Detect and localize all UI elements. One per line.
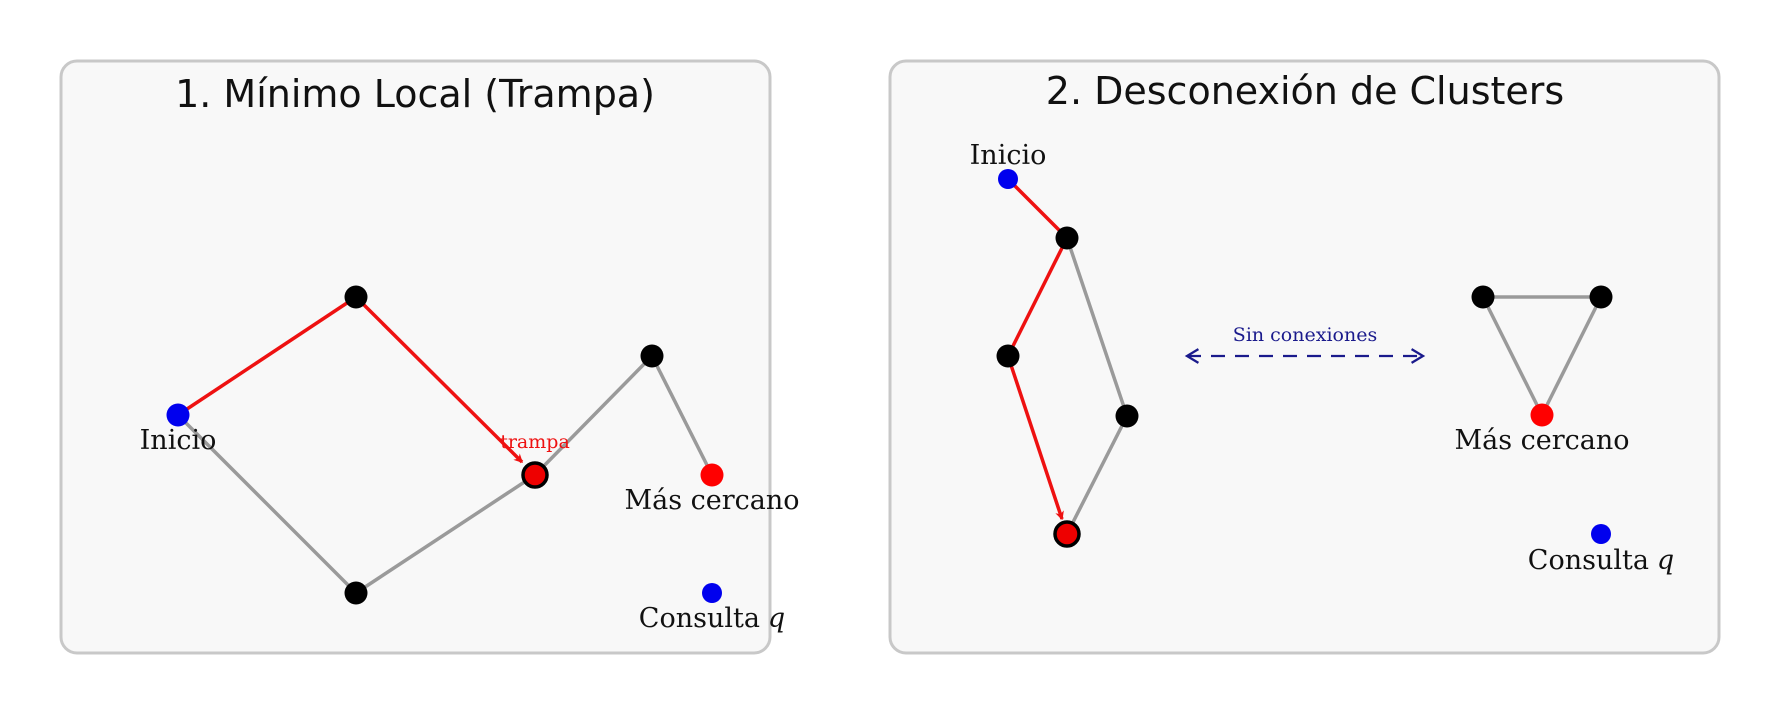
search-path-start-a <box>1006 177 1069 240</box>
search-path-b-trap <box>1006 355 1064 521</box>
trap-label: trampa <box>500 431 570 453</box>
start-label: Inicio <box>970 140 1047 171</box>
no-connection-label: Sin conexiones <box>1233 324 1377 346</box>
query-node <box>1591 524 1611 544</box>
edge-trap-peak <box>533 354 654 477</box>
edge-d-trap <box>1065 415 1129 535</box>
search-path-a-b <box>1006 237 1069 357</box>
trap-node <box>521 461 549 489</box>
cluster-node-right <box>1589 285 1613 309</box>
query-var: q <box>768 603 785 634</box>
edge-a-d <box>1065 237 1129 417</box>
start-node <box>998 169 1018 189</box>
query-node <box>702 583 722 603</box>
edge-bottom-trap <box>355 473 536 595</box>
node-bottom <box>344 581 368 605</box>
node-top <box>344 285 368 309</box>
search-path-start-top <box>177 295 357 417</box>
node-a <box>1055 226 1079 250</box>
edge-start-bottom <box>176 413 358 595</box>
query-label-text: Consulta <box>639 603 760 634</box>
nearest-node <box>700 463 724 487</box>
query-label: Consulta q <box>639 603 785 634</box>
start-node <box>166 403 190 427</box>
nearest-node <box>1530 403 1554 427</box>
edge-cluster-right <box>1540 296 1603 416</box>
query-var: q <box>1657 545 1674 576</box>
edge-cluster-left <box>1481 296 1544 416</box>
trap-node <box>1053 520 1081 548</box>
cluster-node-left <box>1471 285 1495 309</box>
panel-cluster-disconnection: 2. Desconexión de Clusters Sin conexione… <box>888 59 1721 655</box>
query-label-text: Consulta <box>1528 545 1649 576</box>
node-b <box>996 344 1020 368</box>
nearest-label: Más cercano <box>624 485 799 516</box>
edge-peak-nearest <box>650 355 714 476</box>
nearest-label: Más cercano <box>1454 425 1629 456</box>
query-label: Consulta q <box>1528 545 1674 576</box>
panel-local-minimum: 1. Mínimo Local (Trampa) Inicio trampa M… <box>59 59 800 655</box>
panel-2-title: 2. Desconexión de Clusters <box>1046 69 1564 113</box>
panel-1-title: 1. Mínimo Local (Trampa) <box>175 72 655 116</box>
search-path-top-trap <box>354 295 524 464</box>
node-peak <box>640 344 664 368</box>
start-label: Inicio <box>140 425 217 456</box>
node-d <box>1115 404 1139 428</box>
